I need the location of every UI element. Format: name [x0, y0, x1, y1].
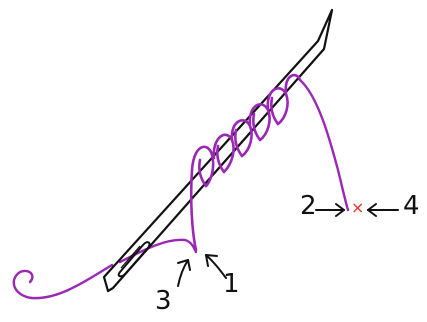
thread-to-fabric: [298, 78, 350, 212]
label-4: 4: [403, 191, 420, 221]
label-3: 3: [155, 286, 172, 316]
label-2: 2: [300, 191, 317, 221]
red-x-mark-icon: ×: [351, 198, 365, 217]
label-1: 1: [223, 269, 240, 299]
arrow-3: [177, 259, 191, 287]
needle: [102, 8, 334, 293]
arrow-2: [315, 203, 345, 217]
arrow-4: [367, 203, 399, 217]
thread-tail: [12, 263, 114, 300]
arrow-1: [205, 254, 227, 279]
needle-eye: [117, 241, 151, 278]
thread-through-eye: [118, 238, 198, 264]
thread-wraps: [189, 73, 302, 252]
